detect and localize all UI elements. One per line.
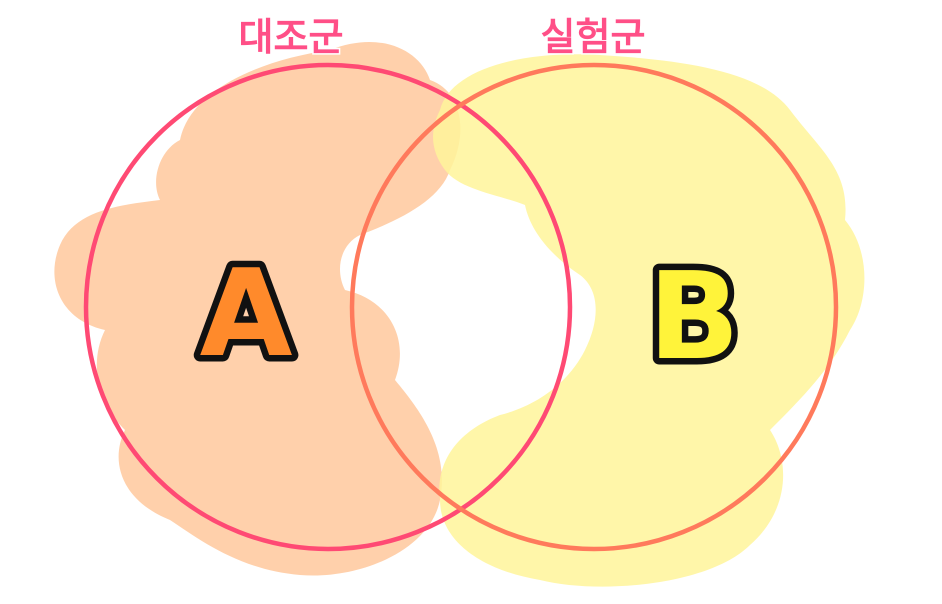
- control-group-title: 대조군: [239, 15, 344, 59]
- set-b-letter: B: [648, 248, 739, 387]
- circle-experimental: [349, 62, 839, 552]
- region-a-highlight: [54, 41, 461, 576]
- set-a-letter: A: [200, 245, 293, 384]
- experimental-group-title: 실험군: [541, 15, 646, 59]
- circle-control: [83, 62, 573, 552]
